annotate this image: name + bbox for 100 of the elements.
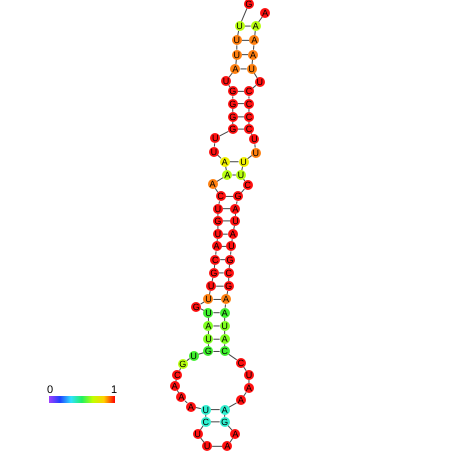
nucleotide-circle: G <box>225 254 236 265</box>
nucleotide-circle: C <box>224 268 234 278</box>
backbone-line <box>228 402 237 408</box>
nucleotide-circle: U <box>203 294 214 304</box>
nucleotide-circle: G <box>212 216 223 226</box>
backbone-line <box>217 225 218 230</box>
base-pair-line <box>241 54 248 56</box>
nucleotide-circle: A <box>222 170 232 180</box>
base-pair-line <box>237 128 244 130</box>
nucleotide-circle: A <box>222 441 232 452</box>
base-pair-line <box>216 286 224 287</box>
backbone-line <box>214 142 216 148</box>
base-pair-line <box>212 325 220 326</box>
nucleotide-circle: C <box>220 346 230 356</box>
base-pair-line <box>210 421 220 422</box>
backbone-line <box>240 8 248 22</box>
nucleotide-circle: C <box>210 254 220 265</box>
nucleotide-circle: G <box>228 112 238 122</box>
nucleotide-circle: C <box>172 370 182 380</box>
nucleotide-circle: A <box>230 429 240 440</box>
base-pair-line <box>241 40 250 41</box>
nucleotide-circle: U <box>250 148 261 158</box>
base-pair-line <box>220 259 226 260</box>
nucleotide-circle: U <box>203 308 214 318</box>
nucleotide-circle: A <box>176 392 186 402</box>
nucleotide-circle: A <box>249 35 260 46</box>
nucleotide-circle: C <box>244 86 254 96</box>
base-pair-line <box>212 350 220 352</box>
backbone-line <box>195 407 202 410</box>
nucleotide-circle: G <box>203 346 214 356</box>
nucleotide-circle: U <box>188 350 199 361</box>
backbone-line <box>236 200 238 204</box>
backbone-line <box>228 277 230 282</box>
nucleotide-circle: A <box>221 294 231 304</box>
base-pair-line <box>240 68 248 70</box>
nucleotide-circle: A <box>228 229 238 240</box>
nucleotide-circle: A <box>208 179 218 190</box>
backbone-line <box>252 59 254 64</box>
backbone-line <box>254 30 256 36</box>
backbone-line <box>219 130 229 136</box>
base-pair-line <box>212 312 220 314</box>
backbone-line <box>233 225 235 230</box>
nucleotide-circle: U <box>221 76 231 86</box>
nucleotide-circle: U <box>232 50 242 60</box>
nucleotide-circle: G <box>224 281 234 292</box>
nucleotide-circle: A <box>248 50 258 60</box>
nucleotide-circle: A <box>220 334 230 344</box>
base-pair-line <box>210 409 220 410</box>
nucleotide-circle: A <box>230 64 240 74</box>
backbone-line <box>226 290 228 296</box>
backbone-line <box>212 277 214 282</box>
base-pair-line <box>222 234 228 235</box>
backbone-line <box>208 330 209 335</box>
nucleotide-circle: U <box>234 21 244 32</box>
base-pair-line <box>225 196 234 197</box>
backbone-line <box>215 250 217 256</box>
base-pair-line <box>237 90 244 92</box>
nucleotide-circle: A <box>244 383 254 394</box>
nucleotide-circle: G <box>178 358 188 369</box>
nucleotide-circle: U <box>192 429 203 440</box>
nucleotide-circle: A <box>186 402 196 412</box>
nucleotide-circle: G <box>228 86 238 96</box>
nucleotide-circle: U <box>244 370 254 380</box>
base-pair-line <box>212 338 220 340</box>
backbone-line <box>235 59 237 64</box>
backbone-line <box>252 44 254 50</box>
backbone-line <box>218 200 220 204</box>
nucleotide-circle: A <box>230 204 240 214</box>
nucleotide-circle: A <box>220 404 230 415</box>
nucleotide-circle: U <box>238 156 249 167</box>
nucleotide-circle: U <box>226 241 236 252</box>
nucleotide-circle: C <box>244 124 254 134</box>
backbone-line <box>236 44 238 50</box>
nucleotide-circle: G <box>208 268 219 278</box>
backbone-line <box>208 317 209 322</box>
nucleotide-circle: A <box>250 21 261 32</box>
scale-tick-label: 1 <box>111 385 118 396</box>
nucleotide-circle: C <box>242 180 253 190</box>
nucleotide-circle: U <box>249 134 260 144</box>
nucleotide-circle: U <box>200 404 211 415</box>
nucleotide-circle: U <box>236 170 246 180</box>
nucleotide-circle: U <box>212 204 223 214</box>
base-pair-line <box>232 174 236 176</box>
backbone-line <box>224 330 226 335</box>
nucleotide-circle: G <box>228 98 238 109</box>
backbone-line <box>228 354 238 360</box>
nucleotide-circle: G <box>220 416 230 427</box>
backbone-line <box>224 317 226 322</box>
backbone-line <box>186 358 190 362</box>
nucleotide-circle: C <box>244 112 254 122</box>
base-pair-line <box>237 116 244 118</box>
base-pair-line <box>218 272 224 274</box>
backbone-line <box>224 304 226 308</box>
backbone-line <box>230 250 232 256</box>
backbone-line <box>248 379 250 384</box>
nucleotide-circle: C <box>216 191 226 202</box>
nucleotide-circle: A <box>203 320 214 331</box>
nucleotide-circle: U <box>212 229 223 240</box>
nucleotide-circle: U <box>210 133 220 144</box>
nucleotide-circle: U <box>220 320 230 331</box>
